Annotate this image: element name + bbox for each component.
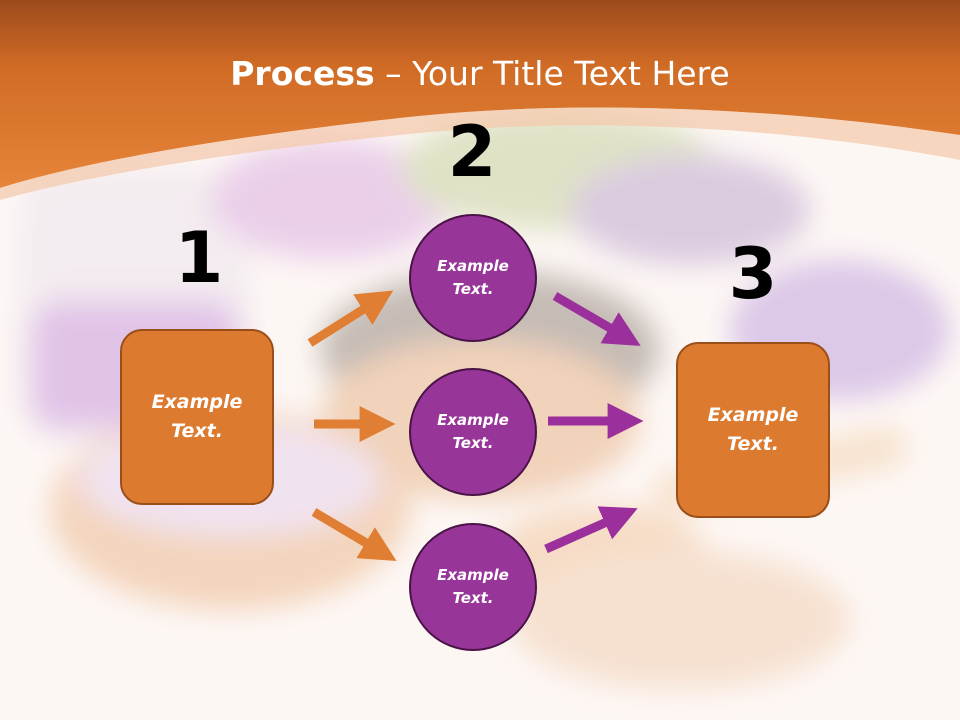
step-2-circle-middle: Example Text. bbox=[409, 368, 537, 496]
title-bold: Process bbox=[230, 54, 375, 93]
step-2-circle-bottom: Example Text. bbox=[409, 523, 537, 651]
arrow-circle-top-to-box3 bbox=[552, 292, 641, 346]
step-number-2: 2 bbox=[447, 111, 497, 193]
arrow-circle-bottom-to-box3 bbox=[544, 506, 638, 554]
title-rest: – Your Title Text Here bbox=[374, 54, 730, 93]
step-number-1: 1 bbox=[174, 217, 224, 299]
step-3-box: Example Text. bbox=[676, 342, 830, 518]
step-number-3: 3 bbox=[728, 233, 778, 315]
step-1-box: Example Text. bbox=[120, 329, 274, 505]
step-1-box-text: Example Text. bbox=[151, 391, 243, 442]
arrow-box1-to-circle-top bbox=[307, 290, 394, 347]
circle-middle-text: Example Text. bbox=[437, 411, 509, 452]
step-3-box-text: Example Text. bbox=[707, 404, 799, 455]
circle-bottom-text: Example Text. bbox=[437, 566, 509, 607]
circle-top-text: Example Text. bbox=[437, 257, 509, 298]
arrow-box1-to-circle-bottom bbox=[311, 508, 397, 562]
step-2-circle-top: Example Text. bbox=[409, 214, 537, 342]
slide-title: Process – Your Title Text Here bbox=[0, 52, 960, 96]
